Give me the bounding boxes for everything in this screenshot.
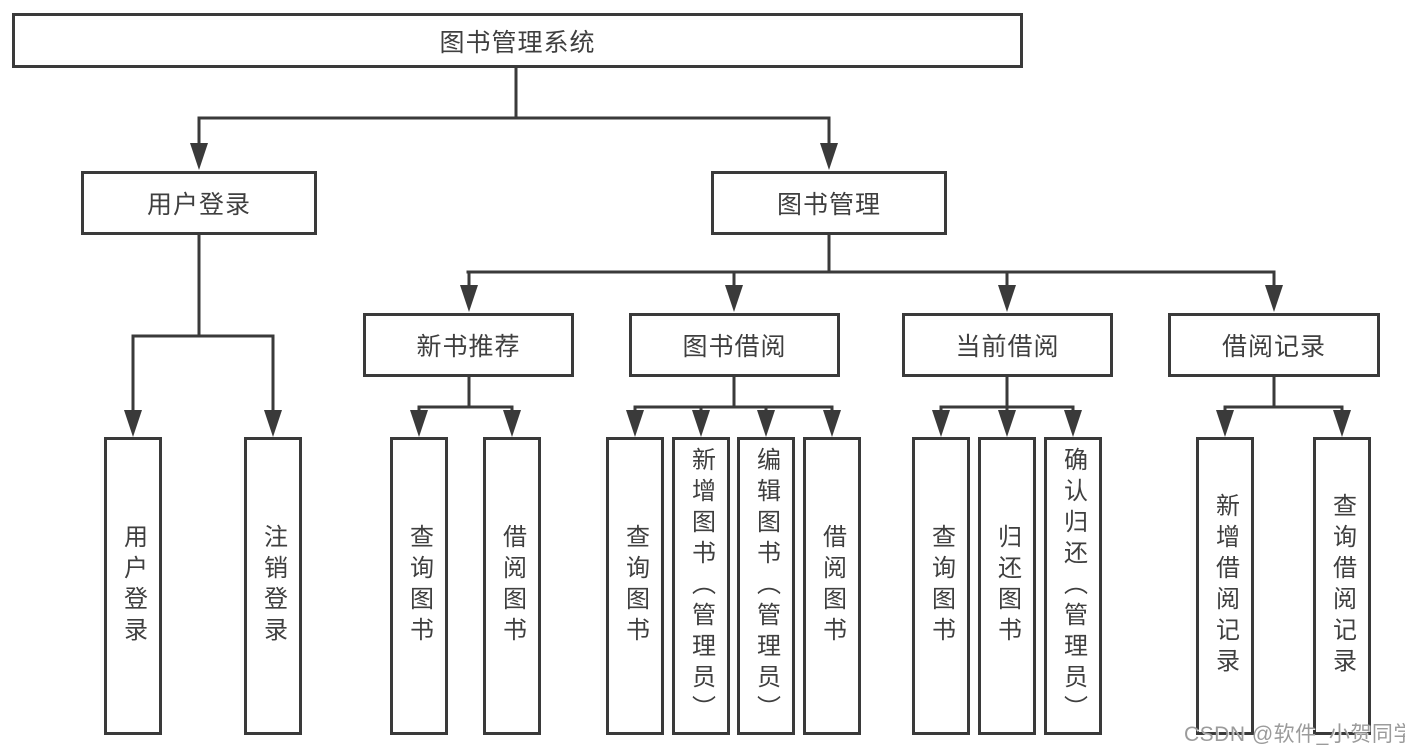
arrow-leaf (124, 410, 142, 437)
node-add-books-admin: 新增图书（管理员） (672, 437, 730, 735)
node-book-management: 图书管理 (711, 171, 947, 235)
arrow-leaf (757, 410, 775, 437)
node-book-borrow: 图书借阅 (629, 313, 840, 377)
node-query-books-borrow: 查询图书 (606, 437, 664, 735)
watermark-text: CSDN @软件_小贺同学 (1184, 723, 1405, 746)
node-query-books-recommend: 查询图书 (390, 437, 448, 735)
arrow-leaf (1216, 410, 1234, 437)
node-query-borrow-record: 查询借阅记录 (1313, 437, 1371, 735)
arrow-leaf (1333, 410, 1351, 437)
node-add-borrow-record: 新增借阅记录 (1196, 437, 1254, 735)
arrow-to-user-login (190, 143, 208, 170)
node-current-borrow: 当前借阅 (902, 313, 1113, 377)
arrow-to-borrow-records (1265, 285, 1283, 312)
arrow-leaf (264, 410, 282, 437)
arrow-leaf (823, 410, 841, 437)
node-user-login: 用户登录 (81, 171, 317, 235)
arrow-leaf (503, 410, 521, 437)
node-borrow-books: 借阅图书 (803, 437, 861, 735)
arrow-leaf (410, 410, 428, 437)
arrow-leaf (626, 410, 644, 437)
node-logout-action: 注销登录 (244, 437, 302, 735)
node-return-books: 归还图书 (978, 437, 1036, 735)
node-confirm-return-admin: 确认归还（管理员） (1044, 437, 1102, 735)
node-borrow-books-recommend: 借阅图书 (483, 437, 541, 735)
arrow-leaf (1064, 410, 1082, 437)
node-user-login-action: 用户登录 (104, 437, 162, 735)
arrow-to-book-borrow (725, 285, 743, 312)
arrow-to-current-borrow (998, 285, 1016, 312)
node-edit-books-admin: 编辑图书（管理员） (737, 437, 795, 735)
node-new-book-recommend: 新书推荐 (363, 313, 574, 377)
arrow-to-new-book-recommend (460, 285, 478, 312)
node-borrow-records: 借阅记录 (1168, 313, 1380, 377)
arrow-leaf (932, 410, 950, 437)
arrow-leaf (692, 410, 710, 437)
node-query-books-current: 查询图书 (912, 437, 970, 735)
node-system-root: 图书管理系统 (12, 13, 1023, 68)
arrow-leaf (998, 410, 1016, 437)
arrow-to-book-management (820, 143, 838, 170)
